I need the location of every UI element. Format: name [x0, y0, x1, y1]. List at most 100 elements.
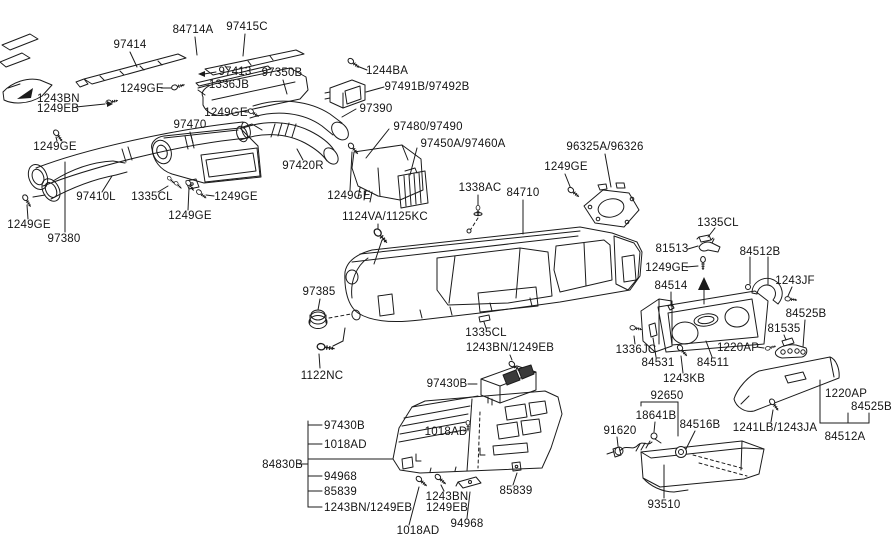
dashed-guide-line	[470, 217, 479, 230]
part-84531-bracket	[648, 322, 658, 338]
part-label-1018AD-c: 1018AD	[397, 525, 440, 537]
arrow-icon	[698, 277, 710, 290]
leader-line	[653, 421, 656, 433]
part-label-1249GE-a: 1249GE	[120, 83, 164, 95]
part-label-1249GE-f: 1249GE	[214, 191, 258, 203]
part-97410l-duct	[27, 121, 251, 191]
part-label-97385: 97385	[303, 286, 336, 298]
screw-icon	[700, 256, 706, 271]
part-label-1243BN-EB-b: 1243BN/1249EB	[324, 502, 412, 514]
leader-line	[341, 108, 357, 118]
part-label-1336JB: 1336JB	[209, 79, 249, 91]
direction-arrows-layer	[17, 71, 710, 305]
part-label-97480: 97480/97490	[393, 121, 462, 133]
leader-line	[332, 340, 344, 347]
part-97385-grommet	[308, 309, 328, 329]
dashed-guide-line	[692, 454, 746, 470]
part-label-1249GE-g: 1249GE	[168, 210, 212, 222]
dashed-lines-layer	[328, 217, 748, 477]
leader-line	[680, 355, 684, 374]
part-96325a-speaker-bracket	[583, 182, 640, 228]
leader-line	[687, 245, 699, 250]
part-label-84511: 84511	[697, 357, 729, 369]
screw-icon	[629, 324, 643, 332]
part-97420r-hose	[236, 122, 339, 165]
part-label-1335CL-a: 1335CL	[131, 191, 173, 203]
part-label-97430B-b: 97430B	[324, 420, 365, 432]
part-label-93510: 93510	[648, 499, 681, 511]
leader-line	[685, 430, 696, 450]
leader-line	[318, 353, 321, 369]
leader-line	[685, 265, 699, 268]
part-label-84525B-b: 84525B	[851, 401, 892, 413]
leader-line	[408, 486, 420, 526]
part-label-84512B: 84512B	[740, 246, 781, 258]
part-label-97390: 97390	[360, 103, 393, 115]
screw-icon	[433, 472, 448, 487]
part-label-97415C: 97415C	[226, 21, 267, 33]
part-label-1243BN-EB-a: 1243BN/1249EB	[466, 342, 554, 354]
leader-line	[787, 286, 793, 297]
leader-line	[466, 491, 471, 519]
leader-line	[652, 337, 657, 358]
part-label-94968-a: 94968	[324, 471, 357, 483]
leader-line	[187, 187, 190, 211]
part-97470-center-duct	[151, 123, 263, 190]
leader-line	[129, 51, 138, 68]
part-label-84514: 84514	[655, 280, 688, 292]
screw-icon	[184, 178, 196, 193]
screw-icon	[316, 342, 336, 353]
leader-line	[365, 86, 385, 93]
arrow-icon	[17, 88, 33, 99]
leader-line	[242, 33, 246, 57]
leader-line	[373, 239, 383, 265]
leader-line	[483, 321, 487, 329]
leader-line	[365, 128, 390, 159]
part-97491b-unit	[324, 79, 366, 109]
part-label-1338AC: 1338AC	[459, 182, 502, 194]
part-label-85839-b: 85839	[500, 485, 533, 497]
leader-line	[75, 103, 106, 108]
part-92650-wiring-harness	[619, 440, 653, 452]
leader-line	[509, 354, 513, 361]
leader-line	[342, 327, 346, 342]
part-label-97414: 97414	[114, 39, 147, 51]
part-label-1249GE-d: 1249GE	[544, 161, 588, 173]
part-label-1249EB-b: 1249EB	[426, 502, 468, 514]
part-label-1243KB: 1243KB	[663, 373, 705, 385]
arrow-icon	[198, 71, 205, 77]
part-81513-striker	[698, 238, 721, 253]
leader-line	[463, 429, 467, 432]
part-label-94968-b: 94968	[451, 518, 484, 530]
part-84512a-glovebox-door	[733, 356, 840, 412]
part-label-1249GE-h: 1249GE	[7, 219, 51, 231]
bracket-lines-layer	[298, 379, 870, 508]
part-side-demister-pieces	[0, 33, 53, 104]
part-18641b-bulb	[650, 432, 662, 444]
leader-line	[756, 346, 765, 349]
part-label-97380: 97380	[48, 233, 81, 245]
leader-lines-layer	[26, 33, 806, 526]
part-97414-defroster-strip	[75, 53, 187, 88]
part-label-1220AP-b: 1220AP	[825, 388, 867, 400]
part-label-1018AD-a: 1018AD	[324, 439, 367, 451]
leader-line	[564, 173, 572, 190]
leader-line	[157, 185, 169, 193]
screw-icon	[566, 185, 581, 200]
dashed-guide-line	[477, 411, 481, 469]
part-label-84531: 84531	[642, 357, 675, 369]
part-84710-crashpad	[344, 226, 643, 323]
part-84512b-strap	[745, 277, 783, 305]
screw-icon	[346, 56, 362, 70]
part-label-85839-a: 85839	[324, 486, 357, 498]
leader-line	[705, 340, 713, 358]
part-label-18641B: 18641B	[636, 410, 677, 422]
screw-icon	[414, 474, 429, 489]
dashed-guide-line	[698, 462, 748, 477]
part-label-1241LB: 1241LB/1243JA	[733, 422, 818, 434]
part-label-1244BA: 1244BA	[366, 65, 408, 77]
part-label-1018AD-b: 1018AD	[425, 426, 468, 438]
part-label-1243BN-a: 1243BN	[37, 93, 80, 105]
